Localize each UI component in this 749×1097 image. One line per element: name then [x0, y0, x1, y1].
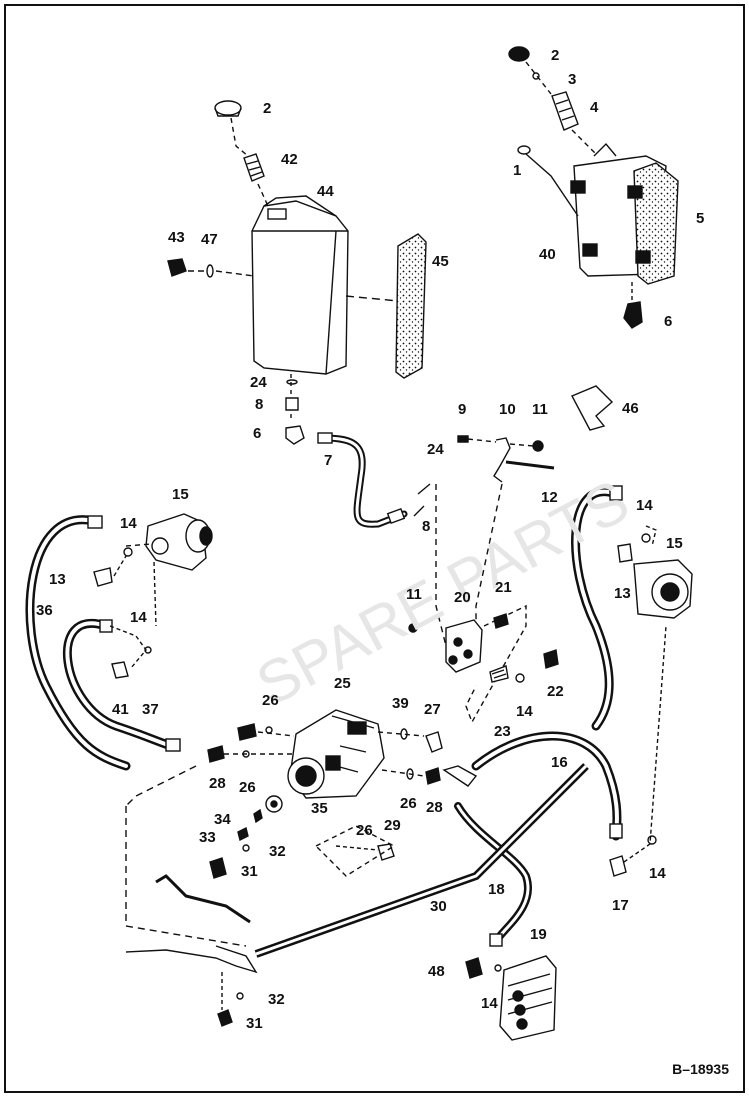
diagram-frame: SPARE PARTS 1 2 2 3 4 5 6 6 7 8 8 9 10 1…	[4, 4, 745, 1093]
callout-23: 23	[494, 723, 511, 740]
callout-8: 8	[422, 518, 431, 535]
hose-37	[62, 561, 181, 752]
callout-37: 37	[142, 701, 159, 718]
callout-39: 39	[392, 695, 409, 712]
reservoir-outlet-fittings	[285, 374, 305, 445]
callout-6: 6	[664, 313, 673, 330]
bracket-46	[571, 385, 614, 431]
callout-15: 15	[666, 535, 683, 552]
callout-14: 14	[481, 995, 498, 1012]
hydrostatic-pump-25	[207, 709, 443, 879]
hose-36	[25, 515, 131, 771]
pump-15-right	[617, 525, 693, 619]
callout-21: 21	[495, 579, 512, 596]
hydraulic-reservoir-left	[251, 195, 349, 375]
callout-44: 44	[317, 183, 334, 200]
callout-32: 32	[268, 991, 285, 1008]
callout-20: 20	[454, 589, 471, 606]
filter-element-45	[345, 233, 427, 379]
callout-6: 6	[253, 425, 262, 442]
callout-1: 1	[513, 162, 522, 179]
filler-cap-right	[508, 46, 597, 155]
callout-7: 7	[324, 452, 333, 469]
elbow-fitting-6-right	[623, 282, 643, 329]
hose-16	[471, 485, 667, 877]
callout-2: 2	[263, 100, 272, 117]
callout-41: 41	[112, 701, 129, 718]
callout-31: 31	[246, 1015, 263, 1032]
callout-13: 13	[49, 571, 66, 588]
hydraulic-reservoir-right	[517, 142, 679, 285]
callout-42: 42	[281, 151, 298, 168]
callout-26: 26	[239, 779, 256, 796]
callout-24: 24	[250, 374, 267, 391]
callout-16: 16	[551, 754, 568, 771]
callout-25: 25	[334, 675, 351, 692]
mounting-hardware	[435, 435, 555, 666]
callout-26: 26	[356, 822, 373, 839]
callout-28: 28	[209, 775, 226, 792]
exploded-parts-diagram: SPARE PARTS	[25, 46, 693, 1041]
callout-35: 35	[311, 800, 328, 817]
fitting-43	[167, 258, 255, 278]
callout-11: 11	[532, 401, 548, 418]
callout-45: 45	[432, 253, 449, 270]
callout-17: 17	[612, 897, 629, 914]
tube-30	[254, 763, 589, 958]
callout-26: 26	[400, 795, 417, 812]
valve-block-20	[408, 604, 559, 724]
callout-40: 40	[539, 246, 556, 263]
callout-14: 14	[516, 703, 533, 720]
callout-48: 48	[428, 963, 445, 980]
document-number: B–18935	[672, 1061, 729, 1077]
callout-26: 26	[262, 692, 279, 709]
callout-29: 29	[384, 817, 401, 834]
callout-14: 14	[120, 515, 137, 532]
callout-4: 4	[590, 99, 599, 116]
control-valve-19	[465, 955, 557, 1041]
hose-7	[317, 432, 431, 528]
pump-15-left	[93, 513, 213, 587]
callout-3: 3	[568, 71, 577, 88]
callout-14: 14	[649, 865, 666, 882]
callout-5: 5	[696, 210, 705, 227]
callout-33: 33	[199, 829, 216, 846]
steel-line-lower	[125, 765, 258, 1027]
callout-9: 9	[458, 401, 467, 418]
callout-8: 8	[255, 396, 264, 413]
callout-47: 47	[201, 231, 218, 248]
callout-15: 15	[172, 486, 189, 503]
callout-27: 27	[424, 701, 441, 718]
callout-2: 2	[551, 47, 560, 64]
callout-30: 30	[430, 898, 447, 915]
callout-46: 46	[622, 400, 639, 417]
callout-11: 11	[406, 586, 422, 603]
callout-14: 14	[636, 497, 653, 514]
callout-14: 14	[130, 609, 147, 626]
strainer-42	[243, 153, 269, 207]
callout-12: 12	[541, 489, 558, 506]
callout-22: 22	[547, 683, 564, 700]
callout-31: 31	[241, 863, 258, 880]
hose-18	[442, 765, 532, 947]
callout-24: 24	[427, 441, 444, 458]
callout-18: 18	[488, 881, 505, 898]
callout-10: 10	[499, 401, 516, 418]
callout-36: 36	[36, 602, 53, 619]
callout-32: 32	[269, 843, 286, 860]
callout-13: 13	[614, 585, 631, 602]
filler-cap-left	[214, 100, 249, 157]
callout-43: 43	[168, 229, 185, 246]
callout-19: 19	[530, 926, 547, 943]
callout-34: 34	[214, 811, 231, 828]
callout-28: 28	[426, 799, 443, 816]
